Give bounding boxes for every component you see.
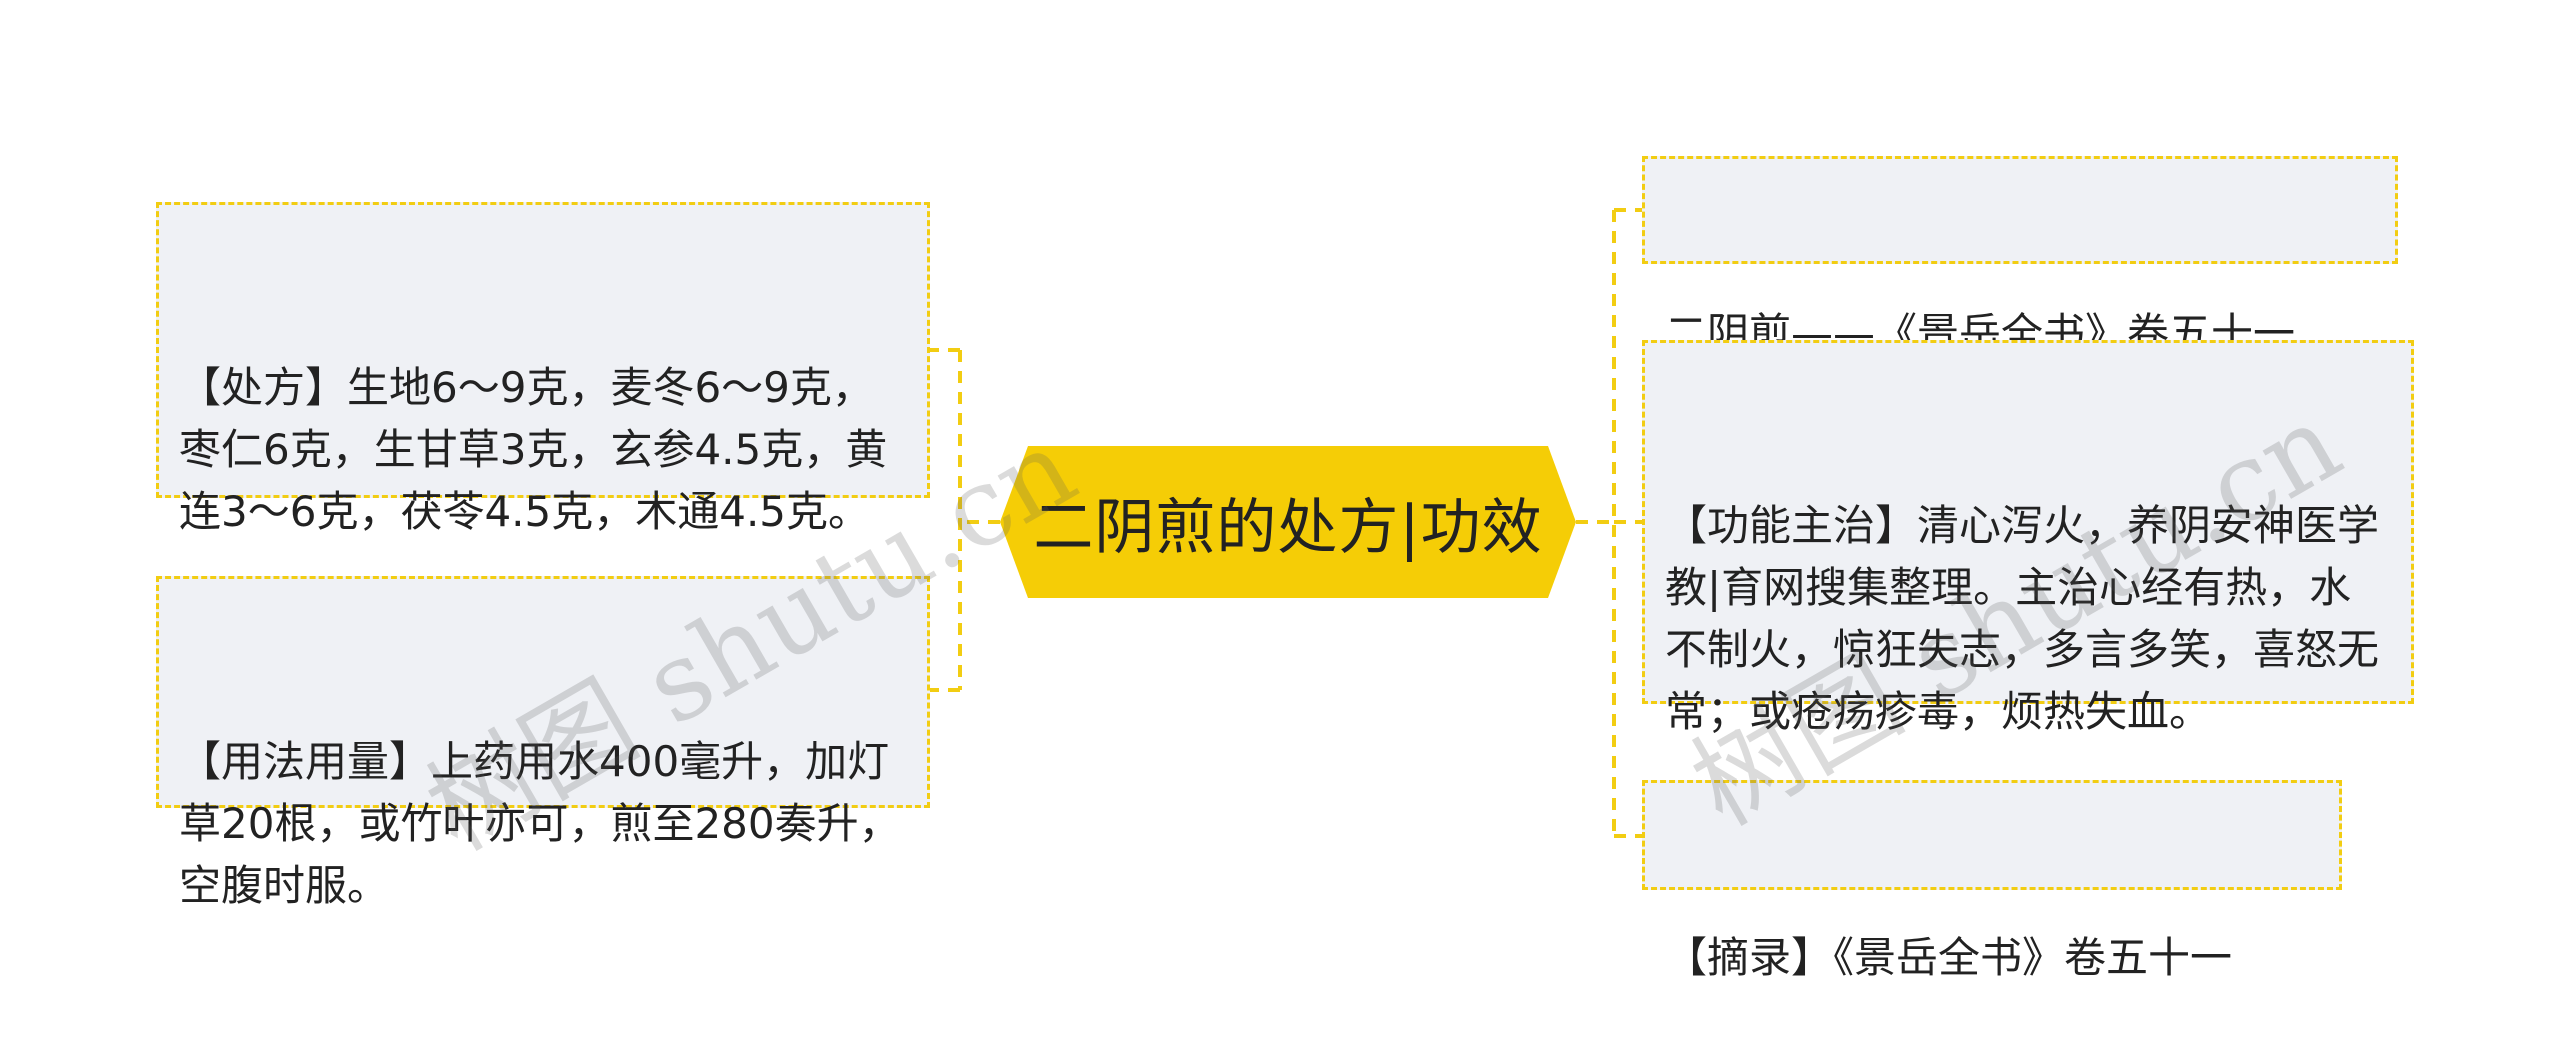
right-node-functions-text: 【功能主治】清心泻火，养阴安神医学教|育网搜集整理。主治心经有热，水不制火，惊狂…	[1665, 501, 2380, 736]
right-node-functions[interactable]: 【功能主治】清心泻火，养阴安神医学教|育网搜集整理。主治心经有热，水不制火，惊狂…	[1642, 340, 2414, 736]
left-node-usage-dosage-text: 【用法用量】上药用水400毫升，加灯草20根，或竹叶亦可，煎至280奏升，空腹时…	[179, 737, 901, 910]
left-node-prescription-text: 【处方】生地6～9克，麦冬6～9克，枣仁6克，生甘草3克，玄参4.5克，黄连3～…	[179, 363, 888, 536]
left-node-usage-dosage[interactable]: 【用法用量】上药用水400毫升，加灯草20根，或竹叶亦可，煎至280奏升，空腹时…	[156, 576, 930, 910]
central-topic[interactable]: 二阴煎的处方|功效	[1000, 446, 1576, 598]
right-node-excerpt-text: 【摘录】《景岳全书》卷五十一	[1665, 933, 2233, 982]
central-topic-title: 二阴煎的处方|功效	[1033, 492, 1543, 563]
right-node-excerpt[interactable]: 【摘录】《景岳全书》卷五十一	[1642, 780, 2342, 982]
right-node-source-title[interactable]: 二阴煎——《景岳全书》卷五十一	[1642, 156, 2398, 358]
central-topic-shape	[1000, 446, 1576, 598]
left-node-prescription[interactable]: 【处方】生地6～9克，麦冬6～9克，枣仁6克，生甘草3克，玄参4.5克，黄连3～…	[156, 202, 930, 536]
